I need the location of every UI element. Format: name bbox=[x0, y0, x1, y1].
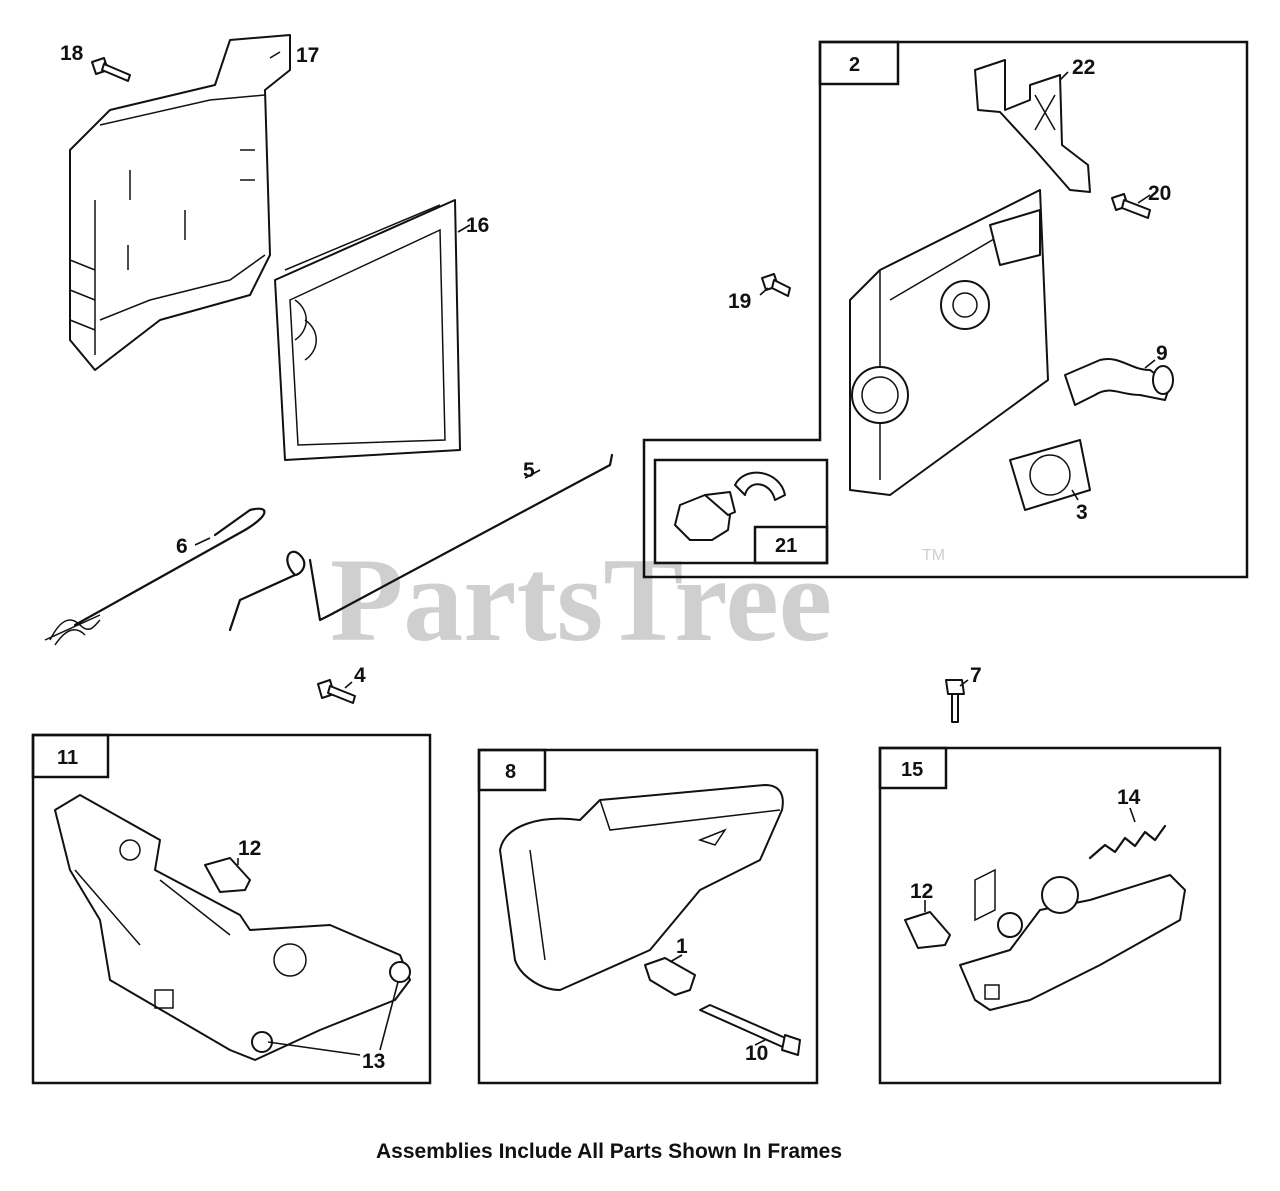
frame-2-label-box bbox=[818, 40, 900, 86]
part-15-control-assembly[interactable] bbox=[959, 868, 1186, 1011]
carburetor-body[interactable] bbox=[849, 189, 1049, 496]
part-19-screw[interactable] bbox=[761, 273, 791, 297]
caption-text: Assemblies Include All Parts Shown In Fr… bbox=[376, 1140, 842, 1163]
part-9-elbow-tube[interactable] bbox=[1064, 357, 1174, 406]
part-10-bolt[interactable] bbox=[699, 1004, 801, 1056]
frame-21-label: 21 bbox=[775, 535, 797, 557]
part-11-control-bracket[interactable] bbox=[54, 794, 411, 1061]
leader-lines bbox=[103, 51, 1156, 1056]
part-21-primer-bulb[interactable] bbox=[674, 471, 786, 541]
frame-15-assembly bbox=[878, 746, 1222, 1085]
part-6-spring-link[interactable] bbox=[44, 507, 266, 646]
frame-8-label-box bbox=[477, 748, 547, 792]
part-16-air-filter[interactable] bbox=[274, 199, 461, 461]
watermark-text: PartsTree bbox=[330, 533, 832, 666]
part-8-muffler[interactable] bbox=[499, 784, 784, 991]
callout-13: 13 bbox=[362, 1050, 385, 1073]
callout-14: 14 bbox=[1117, 786, 1141, 809]
callout-12-left: 12 bbox=[238, 837, 261, 860]
callout-12-right: 12 bbox=[910, 880, 933, 903]
callout-20: 20 bbox=[1148, 182, 1171, 205]
callout-7: 7 bbox=[970, 664, 982, 687]
frame-11-label-box bbox=[31, 733, 110, 779]
callout-17: 17 bbox=[296, 44, 319, 67]
frame-8-assembly bbox=[477, 748, 819, 1085]
callout-10: 10 bbox=[745, 1042, 768, 1065]
part-4-screw[interactable] bbox=[317, 679, 356, 704]
part-12-clip-right[interactable] bbox=[904, 911, 951, 949]
callout-4: 4 bbox=[354, 664, 366, 687]
part-17-air-cleaner-base[interactable] bbox=[69, 34, 291, 371]
part-12-clip-left[interactable] bbox=[204, 857, 251, 893]
callout-18: 18 bbox=[60, 42, 84, 65]
part-1-lock-plate[interactable] bbox=[644, 957, 696, 996]
callout-16: 16 bbox=[466, 214, 489, 237]
part-22-bracket[interactable] bbox=[974, 59, 1091, 193]
frame-8-label: 8 bbox=[505, 761, 516, 783]
callout-3: 3 bbox=[1076, 501, 1088, 524]
frame-2-assembly bbox=[642, 40, 1249, 579]
frame-11-assembly bbox=[31, 733, 432, 1085]
callout-6: 6 bbox=[176, 535, 188, 558]
frame-21-label-box bbox=[753, 525, 829, 565]
watermark-trademark: TM bbox=[922, 547, 945, 564]
callout-1: 1 bbox=[676, 935, 688, 958]
part-18-screw[interactable] bbox=[91, 57, 131, 82]
callout-5: 5 bbox=[523, 459, 535, 482]
frame-15-label: 15 bbox=[901, 759, 923, 781]
part-5-governor-link[interactable] bbox=[228, 453, 614, 632]
frame-2-label: 2 bbox=[849, 54, 860, 76]
part-20-screw[interactable] bbox=[1111, 193, 1151, 219]
part-3-gasket[interactable] bbox=[1009, 439, 1091, 511]
part-7-bolt[interactable] bbox=[945, 679, 965, 723]
callout-19: 19 bbox=[728, 290, 751, 313]
callout-22: 22 bbox=[1072, 56, 1095, 79]
frame-15-label-box bbox=[878, 746, 948, 790]
frame-11-label: 11 bbox=[57, 747, 78, 769]
part-14-spring[interactable] bbox=[1088, 824, 1167, 860]
callout-9: 9 bbox=[1156, 342, 1168, 365]
frame-21-assembly bbox=[653, 458, 829, 565]
